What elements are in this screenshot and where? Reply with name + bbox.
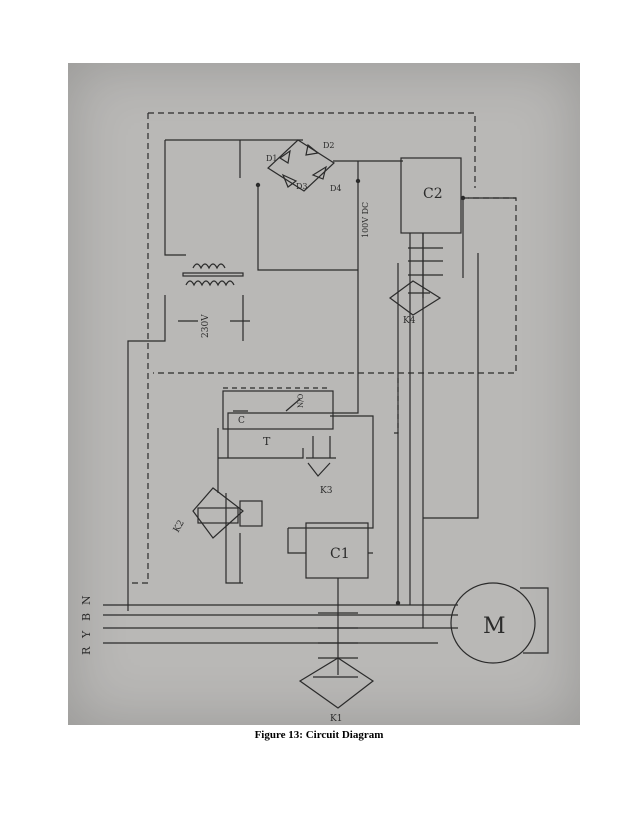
label-n: N	[80, 595, 93, 605]
label-timer-no: N/O	[297, 394, 305, 408]
label-motor: M	[483, 614, 506, 639]
junction-dot	[395, 600, 401, 606]
label-d3: D3	[296, 182, 308, 191]
diode-d4	[311, 165, 327, 180]
label-100v-dc: 100V DC	[361, 202, 370, 238]
contactor-c1	[305, 522, 369, 579]
circuit-diagram: R Y B N 230V 100V DC D1 D2 D3 D4 C2 C1 K…	[80, 112, 549, 724]
label-timer: T	[263, 435, 271, 448]
contactor-c2	[400, 157, 462, 234]
label-timer-c: C	[238, 416, 245, 426]
switch-k4	[388, 280, 442, 316]
dashed-enclosure-left	[128, 113, 149, 584]
circuit-diagram-photo: R Y B N 230V 100V DC D1 D2 D3 D4 C2 C1 K…	[68, 63, 580, 725]
diode-d2	[305, 143, 320, 156]
diode-d1	[278, 149, 291, 164]
timer-wiring	[217, 415, 374, 529]
label-y: Y	[80, 630, 93, 639]
junction-dot	[460, 195, 466, 201]
motor-feed-wires	[397, 233, 479, 628]
transformer-coil-top	[192, 263, 226, 270]
figure-caption: Figure 13: Circuit Diagram	[254, 729, 384, 741]
switch-k3	[306, 436, 336, 477]
timer-box	[222, 390, 334, 430]
dashed-enclosure-right	[153, 197, 517, 374]
label-b: B	[80, 613, 93, 621]
c1-contacts	[318, 578, 358, 675]
diode-d3	[281, 173, 298, 188]
c2-feedback-wire	[462, 197, 516, 278]
label-d2: D2	[323, 141, 335, 150]
junction-dot	[255, 182, 261, 188]
label-230v: 230V	[201, 314, 211, 338]
dc-output-wire	[227, 160, 403, 458]
junction-dot	[355, 178, 361, 184]
c2-contacts	[408, 233, 443, 298]
transformer-secondary-wire	[127, 295, 244, 611]
transformer-core	[182, 272, 244, 277]
switch-k2	[192, 487, 244, 539]
label-c1: C1	[330, 546, 350, 562]
k2-plunger	[197, 507, 239, 524]
label-k1: K1	[330, 714, 342, 724]
motor	[450, 582, 536, 664]
switch-k1	[298, 657, 375, 709]
label-k3: K3	[320, 486, 333, 496]
label-k2: K2	[172, 519, 187, 535]
label-c2: C2	[423, 186, 443, 202]
timer-contacts	[233, 398, 301, 412]
label-k4: K4	[403, 316, 416, 326]
dashed-timer-link	[223, 378, 399, 434]
motor-terminal-box	[520, 587, 549, 654]
c1-wiring	[287, 528, 373, 554]
k2-contact-block	[239, 500, 263, 527]
bridge-rectifier	[267, 139, 335, 192]
label-d4: D4	[330, 184, 342, 193]
label-r: R	[80, 646, 93, 655]
label-d1: D1	[266, 154, 278, 163]
dashed-enclosure-top	[148, 112, 476, 188]
k2-wiring	[225, 493, 243, 584]
transformer-primary-wire	[164, 139, 303, 256]
transformer-coil-bottom	[185, 280, 235, 287]
